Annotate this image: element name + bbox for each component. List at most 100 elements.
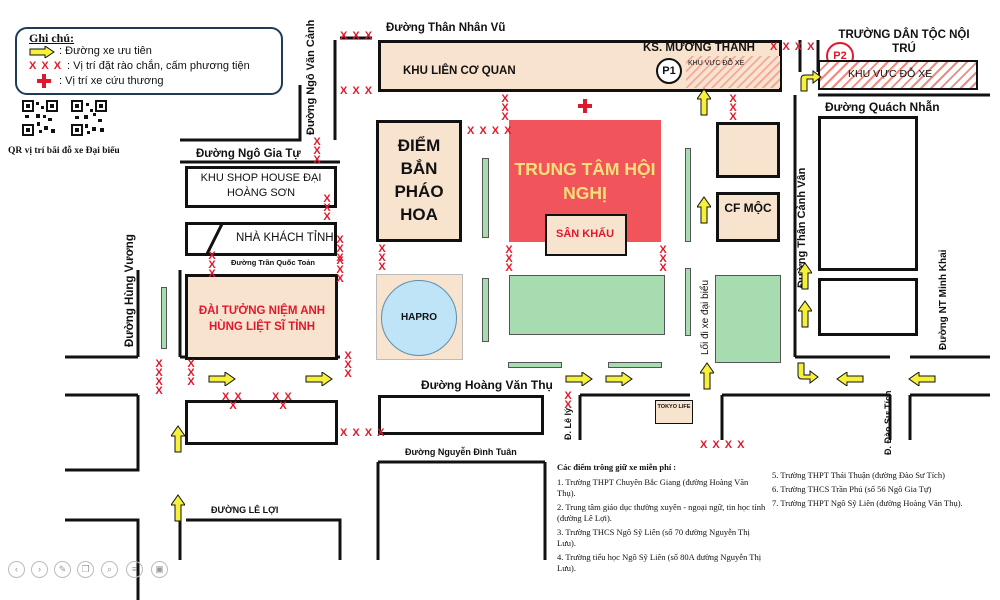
p1-marker[interactable]: P1 <box>656 58 682 84</box>
green-strip <box>685 268 691 336</box>
qr-caption: QR vị trí bãi đỗ xe Đại biểu <box>8 146 120 156</box>
road-hoang-van-thu: Đường Hoàng Văn Thụ <box>421 378 553 392</box>
green-strip <box>608 362 662 368</box>
green-strip <box>482 278 489 342</box>
arrow-up-icon <box>171 425 185 453</box>
arrow-up-icon <box>700 362 714 390</box>
legend-box: Ghi chú: : Đường xe ưu tiên X X X : Vị t… <box>15 27 283 95</box>
arrow-left-icon <box>836 372 864 386</box>
tokyo-life-block <box>655 400 693 424</box>
prev-icon[interactable]: ‹ <box>8 561 25 578</box>
arrow-turn-left-icon <box>797 362 819 384</box>
next-icon[interactable]: › <box>31 561 48 578</box>
tokyo-life-label: TOKYO LIFE <box>657 404 691 410</box>
legend-title: Ghi chú: <box>29 31 75 45</box>
legend-arrow-icon <box>29 46 55 58</box>
barrier-marker: X X X X <box>700 439 746 451</box>
green-strip <box>685 148 691 242</box>
cf-moc-block <box>716 192 780 242</box>
stage-label: SÂN KHẤU <box>556 228 615 240</box>
block-le-loi-left <box>185 400 338 445</box>
pen-icon[interactable]: ✎ <box>54 561 71 578</box>
legend-item-ambulance: : Vị trí xe cứu thương <box>59 75 164 87</box>
right-building-top <box>716 122 780 178</box>
legend-cross-icon <box>37 74 51 88</box>
copy-icon[interactable]: ❐ <box>77 561 94 578</box>
parking-note: 3. Trường THCS Ngô Sỹ Liên (số 70 đường … <box>557 527 750 548</box>
conference-label: TRUNG TÂM HỘI NGHỊ <box>514 159 656 203</box>
arrow-left-icon <box>908 372 936 386</box>
barrier-marker: X X X X <box>770 41 816 53</box>
shop-house-block <box>185 166 337 208</box>
barrier-marker: X X X <box>340 85 374 97</box>
parking-notes-left: Các điểm trông giữ xe miễn phí : 1. Trườ… <box>557 462 767 577</box>
p1-zone-label: KHU VỰC ĐỖ XE <box>688 60 745 67</box>
barrier-marker: X X X X <box>340 427 386 439</box>
barrier-marker: X <box>279 400 287 412</box>
road-than-nhan-vu: Đường Thân Nhân Vũ <box>386 22 506 34</box>
search-icon[interactable]: ⌕ <box>101 561 118 578</box>
road-dao-su-tich: Đ. Đào Sư Tích <box>883 390 893 455</box>
khu-lien-co-quan-label: KHU LIÊN CƠ QUAN <box>403 65 516 77</box>
p2-label: P2 <box>833 50 847 62</box>
right-block-2 <box>818 278 918 336</box>
road-nguyen-dinh-tuan: Đường Nguyễn Đình Tuân <box>405 447 517 457</box>
arrow-right-icon <box>305 372 333 386</box>
legend-barrier-symbol: X X X <box>29 60 63 72</box>
barrier-marker: X X X X <box>467 125 513 137</box>
fireworks-block <box>376 120 462 242</box>
road-quach-nhan: Đường Quách Nhẫn <box>825 100 940 114</box>
barrier-marker: X <box>229 400 237 412</box>
guest-house-label: NHÀ KHÁCH TỈNH <box>236 232 334 244</box>
parking-note: 5. Trường THPT Thái Thuận (đường Đào Sư … <box>772 470 945 480</box>
arrow-turn-right-icon <box>800 70 822 92</box>
green-strip <box>482 158 489 238</box>
parking-note: 7. Trường THPT Ngô Sỹ Liên (đường Hoàng … <box>772 498 963 508</box>
fireworks-label: ĐIỂM BẮN PHÁO HOA <box>394 136 444 224</box>
arrow-up-icon <box>697 88 711 116</box>
hotel-label: KS. MƯỜNG THANH <box>643 42 755 54</box>
delegate-lane-label: Lối đi xe đại biểu <box>700 279 711 355</box>
camera-icon[interactable]: ▣ <box>151 561 168 578</box>
menu-icon[interactable]: ≡ <box>126 561 143 578</box>
ambulance-cross-icon <box>578 99 592 113</box>
road-hung-vuong: Đường Hùng Vương <box>124 234 136 347</box>
arrow-up-icon <box>798 300 812 328</box>
barrier-marker: X X <box>272 391 293 403</box>
school-label: TRƯỜNG DÂN TỘC NỘI TRÚ <box>838 29 970 55</box>
hapro-circle: HAPRO <box>381 280 457 356</box>
guest-house-divider <box>204 222 225 256</box>
green-strip <box>508 362 562 368</box>
qr-code-icon[interactable] <box>71 100 107 136</box>
right-block-1 <box>818 116 918 271</box>
road-ngo-gia-tu: Đường Ngô Gia Tự <box>196 148 301 160</box>
road-le-loi: ĐƯỜNG LÊ LỢI <box>211 505 279 515</box>
green-field <box>509 275 665 335</box>
parking-notes-title: Các điểm trông giữ xe miễn phí : <box>557 462 677 472</box>
arrow-up-icon <box>798 262 812 290</box>
shop-house-label: KHU SHOP HOUSE ĐẠI HOÀNG SƠN <box>200 172 322 199</box>
memorial-label: ĐÀI TƯỞNG NIỆM ANH HÙNG LIỆT SĨ TỈNH <box>198 305 326 333</box>
parking-note: 4. Trường tiểu học Ngô Sỹ Liên (số 80A đ… <box>557 552 762 573</box>
arrow-right-icon <box>565 372 593 386</box>
parking-note: 1. Trường THPT Chuyên Bắc Giang (đường H… <box>557 477 749 498</box>
green-strip <box>161 287 167 349</box>
parking-note: 6. Trường THCS Trần Phú (số 56 Ngô Gia T… <box>772 484 932 494</box>
parking-note: 2. Trung tâm giáo dục thường xuyên - ngo… <box>557 502 766 523</box>
road-tran-quoc-toan: Đường Trần Quốc Toản <box>231 258 315 267</box>
p2-zone-label: KHU VỰC ĐỖ XE <box>848 68 933 80</box>
qr-code-icon[interactable] <box>22 100 58 136</box>
legend-item-priority: : Đường xe ưu tiên <box>59 45 152 57</box>
